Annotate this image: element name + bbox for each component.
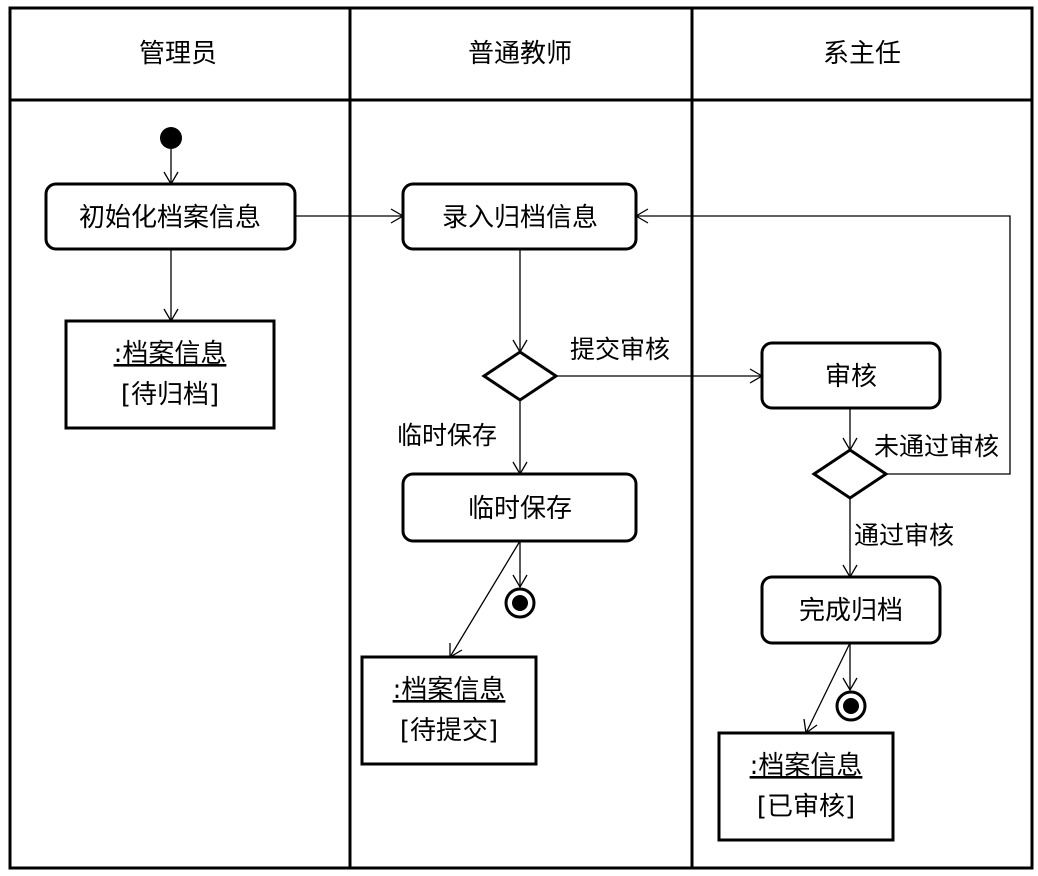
flow-rejected-loop (636, 215, 1011, 475)
action-box (760, 341, 942, 410)
object-pending-archive[interactable]: :档案信息 [待归档] (64, 319, 276, 430)
lane-title-teacher: 普通教师 (468, 39, 572, 69)
guard-passed: 通过审核 (854, 521, 954, 550)
guard-not-passed: 未通过审核 (874, 432, 999, 461)
object-box (64, 319, 276, 430)
guard-submit-review: 提交审核 (570, 335, 670, 364)
action-label: 临时保存 (468, 494, 572, 524)
decision-node-submit (481, 350, 559, 402)
object-box (717, 731, 895, 842)
object-pending-submit[interactable]: :档案信息 [待提交] (360, 655, 538, 766)
action-box (401, 182, 638, 251)
action-label: 完成归档 (799, 596, 903, 626)
action-complete-archive[interactable]: 完成归档 (760, 575, 942, 645)
arrowhead (842, 677, 858, 692)
object-state: [待归档] (121, 380, 219, 410)
lane-title-admin: 管理员 (139, 39, 217, 69)
action-review[interactable]: 审核 (760, 341, 942, 410)
arrowhead (512, 574, 528, 589)
guard-temp-save: 临时保存 (397, 421, 497, 450)
arrowhead (803, 718, 818, 735)
action-temp-save[interactable]: 临时保存 (401, 472, 638, 543)
object-name: :档案信息 (750, 751, 863, 781)
flow-temp-save-to-object (449, 540, 521, 658)
action-label: 初始化档案信息 (79, 203, 261, 233)
final-node-temp-save (504, 587, 536, 619)
object-reviewed[interactable]: :档案信息 [已审核] (717, 731, 895, 842)
action-label: 录入归档信息 (442, 203, 598, 233)
final-node-dot (512, 595, 528, 611)
action-box (44, 182, 297, 251)
action-init-archive[interactable]: 初始化档案信息 (44, 182, 297, 251)
swimlane-frame (8, 6, 1034, 870)
final-node-dot (843, 698, 859, 714)
flow-complete-to-object (805, 642, 851, 734)
object-name: :档案信息 (393, 675, 506, 705)
action-enter-archive[interactable]: 录入归档信息 (401, 182, 638, 251)
object-name: :档案信息 (114, 339, 227, 369)
lane-title-dept-head: 系主任 (823, 39, 901, 69)
action-label: 审核 (825, 362, 877, 392)
action-box (760, 575, 942, 645)
object-state: [已审核] (757, 792, 855, 822)
object-box (360, 655, 538, 766)
final-node-complete (835, 690, 867, 722)
initial-node (160, 127, 182, 149)
decision-node-review-result (811, 448, 889, 500)
action-box (401, 472, 638, 543)
object-state: [待提交] (400, 716, 498, 746)
outer-border (8, 6, 1034, 870)
